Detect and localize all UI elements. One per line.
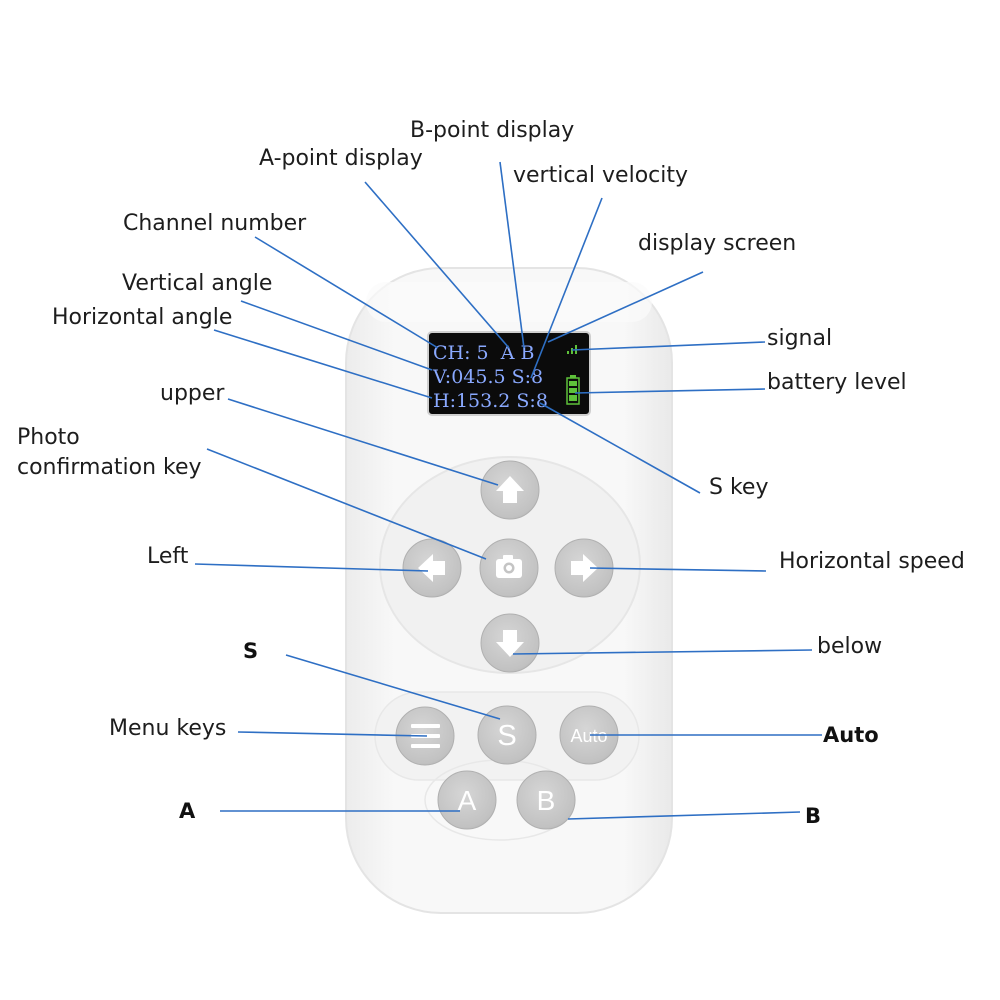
label-b: B [805, 804, 822, 828]
b-key-label: B [537, 785, 556, 816]
arrow-right-icon [571, 554, 598, 582]
leader-vertical-angle [240, 300, 433, 371]
arrow-up-icon [496, 476, 524, 503]
label-photo-line-1: Photo [17, 425, 80, 450]
label-s: S [243, 639, 259, 663]
label-auto: Auto [823, 723, 879, 747]
label-photo-line-2: confirmation key [17, 455, 202, 480]
label-signal: signal [767, 326, 833, 351]
up-key[interactable] [480, 460, 540, 520]
display-screen [427, 331, 591, 416]
s-key[interactable]: S [477, 705, 537, 765]
leader-s-key [539, 402, 701, 494]
a-key-label: A [458, 785, 477, 816]
label-vertical-velocity: vertical velocity [513, 163, 689, 188]
down-key[interactable] [480, 613, 540, 673]
camera-icon [496, 555, 522, 578]
leader-signal [571, 341, 766, 351]
leader-left [194, 563, 429, 572]
label-a-point-display: A-point display [259, 146, 423, 171]
leader-below [512, 649, 813, 655]
leader-menu-keys [237, 731, 428, 737]
label-display-screen: display screen [638, 231, 797, 256]
a-key[interactable]: A [437, 770, 497, 830]
auto-key[interactable]: Auto [559, 705, 619, 765]
leader-upper [227, 398, 499, 486]
right-key[interactable] [554, 538, 614, 598]
label-left: Left [147, 544, 189, 569]
leader-b [567, 811, 801, 820]
leader-s [285, 654, 501, 720]
leader-photo-confirmation [206, 448, 487, 560]
leader-horizontal-speed [589, 567, 767, 572]
label-upper: upper [160, 381, 225, 406]
label-a: A [179, 799, 196, 823]
label-s-key: S key [709, 475, 769, 500]
arrow-left-icon [418, 554, 445, 582]
leader-display-screen [547, 271, 704, 343]
label-battery-level: battery level [767, 370, 907, 395]
label-channel-number: Channel number [123, 211, 307, 236]
leader-channel-number [254, 236, 439, 349]
label-b-point-display: B-point display [410, 118, 575, 143]
label-horizontal-speed: Horizontal speed [779, 549, 965, 574]
label-vertical-angle: Vertical angle [122, 271, 273, 296]
battery-icon [566, 375, 580, 405]
leader-a-point [364, 181, 510, 349]
photo-confirmation-key[interactable] [479, 538, 539, 598]
label-horizontal-angle: Horizontal angle [52, 305, 233, 330]
leader-lines [194, 161, 822, 820]
label-below: below [817, 634, 883, 659]
label-menu-keys: Menu keys [109, 716, 227, 741]
lcd-line-2: V:045.5 S:8 [432, 366, 543, 388]
left-key[interactable] [402, 538, 462, 598]
lcd-line-1: CH: 5 A B [433, 342, 534, 364]
leader-battery-level [574, 388, 766, 394]
b-key[interactable]: B [516, 770, 576, 830]
leader-vertical-velocity [530, 197, 603, 379]
leader-b-point [499, 161, 525, 349]
auto-key-label: Auto [570, 726, 607, 746]
leader-horizontal-angle [213, 329, 433, 399]
arrow-down-icon [496, 630, 524, 657]
lcd-line-3: H:153.2 S:8 [433, 390, 548, 412]
s-key-label: S [497, 720, 516, 752]
